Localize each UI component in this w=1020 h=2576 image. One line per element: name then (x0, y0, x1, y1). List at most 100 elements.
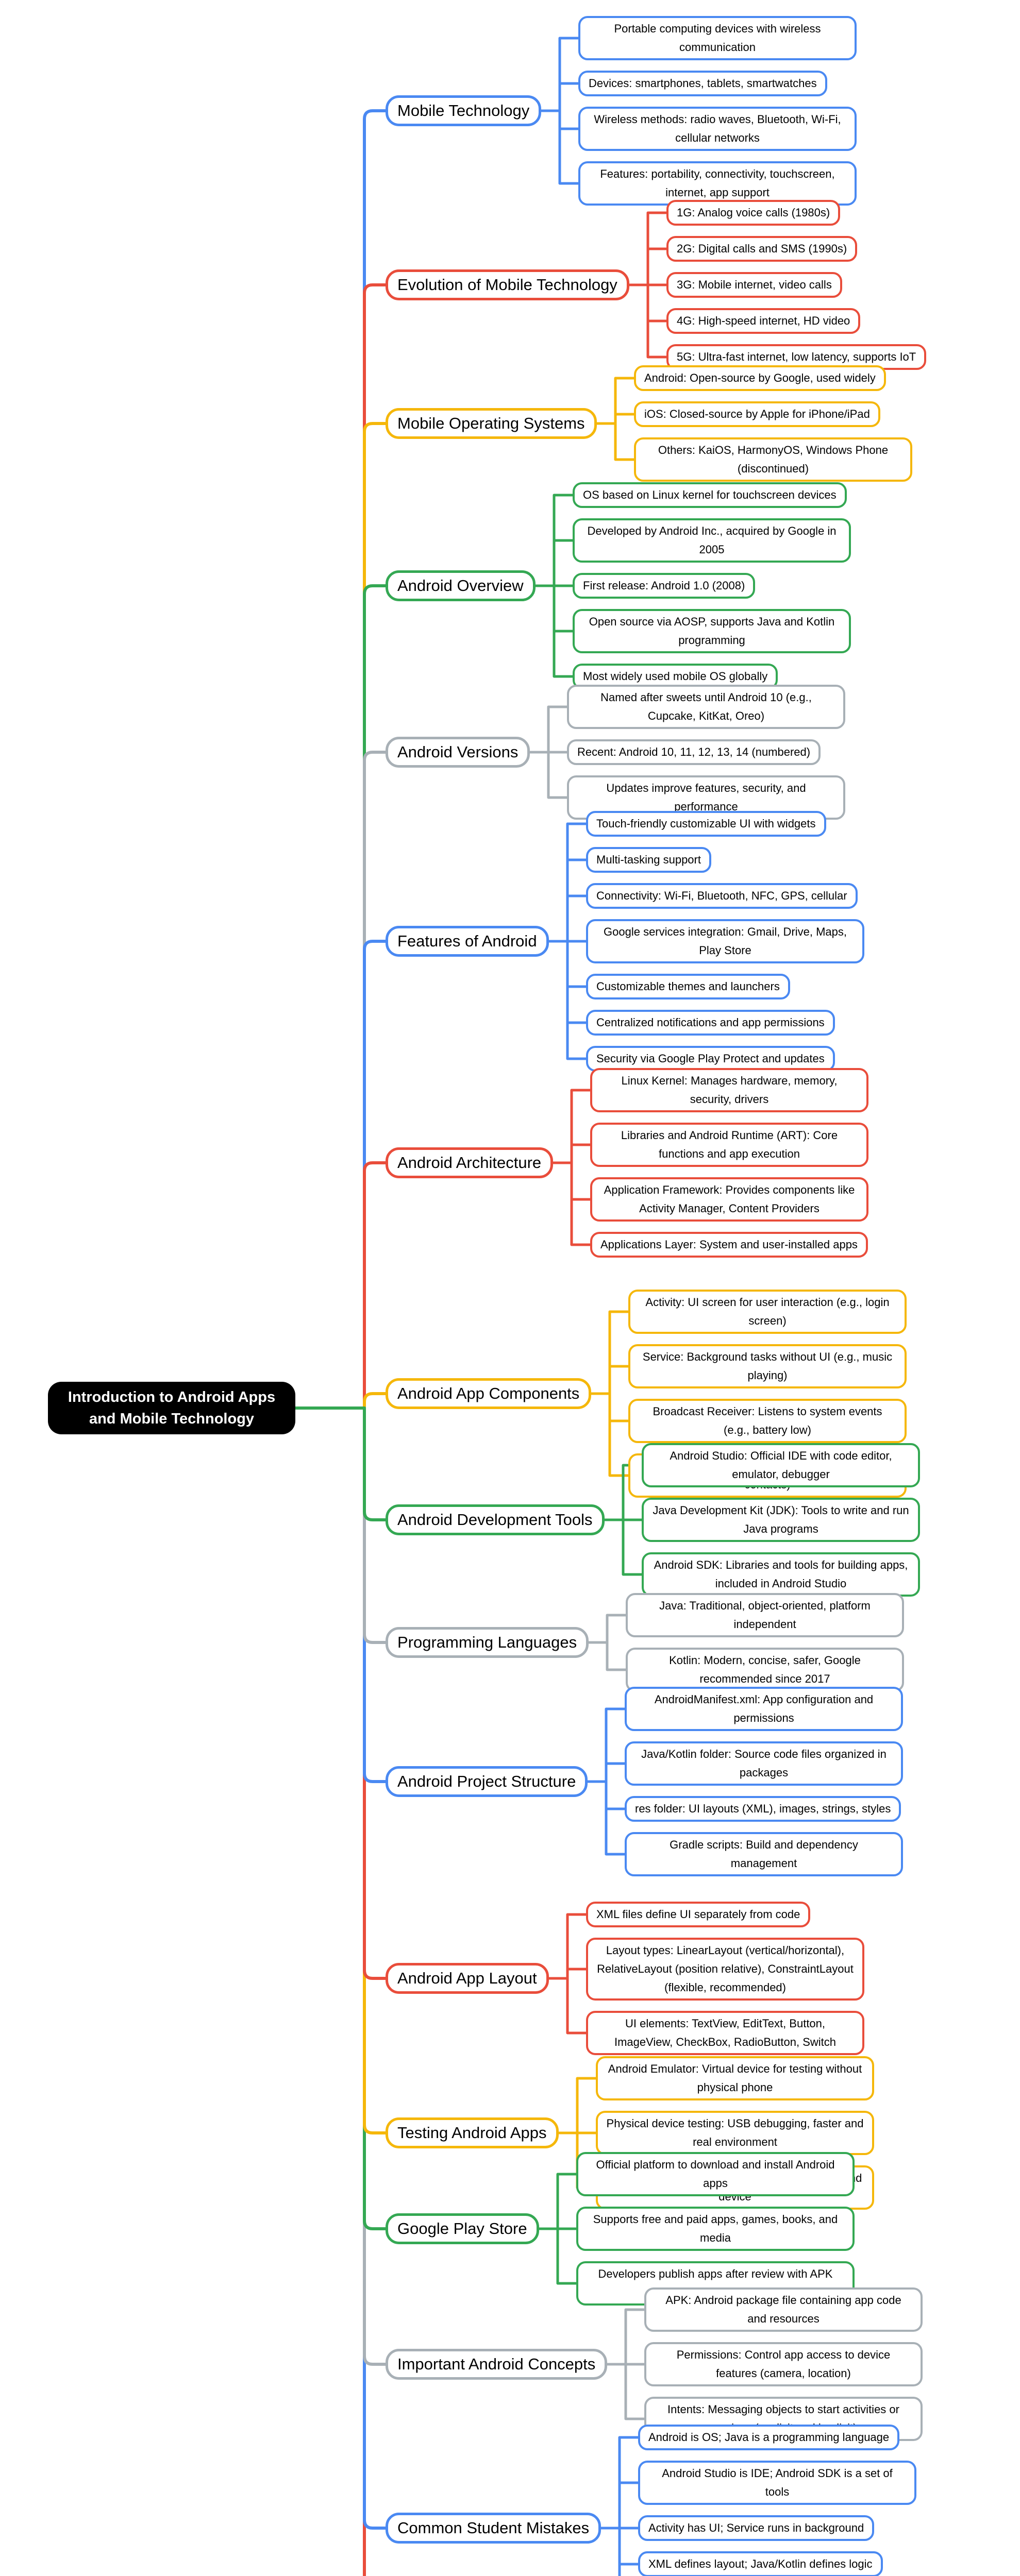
leaf-node-java-kotlin-folder-source-code-files-org[interactable]: Java/Kotlin folder: Source code files or… (625, 1741, 903, 1786)
connector (598, 2436, 642, 2576)
leaf-node-broadcast-receiver-listens-to-system-eve[interactable]: Broadcast Receiver: Listens to system ev… (628, 1399, 907, 1443)
connector (363, 1406, 389, 1521)
branch-node-features-of-android[interactable]: Features of Android (386, 926, 549, 957)
connector (586, 1614, 629, 1671)
leaf-node-first-release-android-1-0-2008[interactable]: First release: Android 1.0 (2008) (573, 573, 756, 599)
connector (589, 1310, 632, 1477)
leaf-node-activity-ui-screen-for-user-interaction-[interactable]: Activity: UI screen for user interaction… (628, 1290, 907, 1334)
connector (363, 1406, 389, 2366)
branch-node-mobile-operating-systems[interactable]: Mobile Operating Systems (386, 408, 597, 439)
leaf-node-open-source-via-aosp-supports-java-and-k[interactable]: Open source via AOSP, supports Java and … (573, 609, 851, 653)
connector (627, 211, 670, 359)
leaf-node-android-open-source-by-google-used-widel[interactable]: Android: Open-source by Google, used wid… (634, 365, 886, 391)
branch-node-android-development-tools[interactable]: Android Development Tools (386, 1504, 605, 1535)
leaf-node-kotlin-modern-concise-safer-google-recom[interactable]: Kotlin: Modern, concise, safer, Google r… (626, 1648, 904, 1692)
connector (363, 1406, 366, 2576)
branch-node-common-student-mistakes[interactable]: Common Student Mistakes (386, 2513, 601, 2544)
branch-node-evolution-of-mobile-technology[interactable]: Evolution of Mobile Technology (386, 269, 629, 300)
leaf-node-layout-types-linearlayout-vertical-horiz[interactable]: Layout types: LinearLayout (vertical/hor… (586, 1938, 864, 2001)
leaf-node-touch-friendly-customizable-ui-with-widg[interactable]: Touch-friendly customizable UI with widg… (586, 811, 826, 837)
leaf-node-android-studio-is-ide-android-sdk-is-a-s[interactable]: Android Studio is IDE; Android SDK is a … (638, 2461, 916, 2505)
leaf-node-gradle-scripts-build-and-dependency-mana[interactable]: Gradle scripts: Build and dependency man… (625, 1832, 903, 1876)
connector (363, 1406, 389, 1783)
connector (363, 940, 389, 1410)
leaf-node-physical-device-testing-usb-debugging-fa[interactable]: Physical device testing: USB debugging, … (596, 2111, 874, 2155)
connector (546, 1913, 590, 2035)
leaf-node-named-after-sweets-until-android-10-e-g-[interactable]: Named after sweets until Android 10 (e.g… (567, 685, 845, 729)
branch-node-programming-languages[interactable]: Programming Languages (386, 1627, 589, 1658)
leaf-node-ios-closed-source-by-apple-for-iphone-ip[interactable]: iOS: Closed-source by Apple for iPhone/i… (634, 401, 880, 427)
branch-node-important-android-concepts[interactable]: Important Android Concepts (386, 2349, 608, 2380)
connector (363, 1406, 389, 2530)
branch-node-testing-android-apps[interactable]: Testing Android Apps (386, 2117, 559, 2148)
connector (605, 2308, 648, 2420)
leaf-node-activity-has-ui-service-runs-in-backgrou[interactable]: Activity has UI; Service runs in backgro… (638, 2515, 875, 2541)
branch-node-mobile-technology[interactable]: Mobile Technology (386, 95, 542, 126)
leaf-node-permissions-control-app-access-to-device[interactable]: Permissions: Control app access to devic… (644, 2342, 923, 2386)
leaf-node-libraries-and-android-runtime-art-core-f[interactable]: Libraries and Android Runtime (ART): Cor… (590, 1123, 868, 1167)
leaf-node-application-framework-provides-component[interactable]: Application Framework: Provides componen… (590, 1177, 868, 1222)
leaf-node-xml-defines-layout-java-kotlin-defines-l[interactable]: XML defines layout; Java/Kotlin defines … (638, 2551, 883, 2576)
leaf-node-others-kaios-harmonyos-windows-phone-dis[interactable]: Others: KaiOS, HarmonyOS, Windows Phone … (634, 437, 912, 482)
central-topic-node[interactable]: Introduction to Android Apps and Mobile … (48, 1382, 295, 1434)
leaf-node-android-is-os-java-is-a-programming-lang[interactable]: Android is OS; Java is a programming lan… (638, 2425, 900, 2450)
connector (363, 283, 389, 1410)
connector (363, 584, 389, 1410)
branch-node-google-play-store[interactable]: Google Play Store (386, 2213, 539, 2244)
branch-node-android-app-components[interactable]: Android App Components (386, 1378, 592, 1409)
leaf-node-multi-tasking-support[interactable]: Multi-tasking support (586, 847, 711, 873)
connector (539, 37, 582, 185)
connector (550, 1089, 594, 1246)
connector (363, 1406, 389, 2230)
branch-node-android-project-structure[interactable]: Android Project Structure (386, 1766, 588, 1797)
branch-node-android-versions[interactable]: Android Versions (386, 737, 530, 768)
leaf-node-features-portability-connectivity-touchs[interactable]: Features: portability, connectivity, tou… (578, 161, 857, 206)
leaf-node-java-development-kit-jdk-tools-to-write-[interactable]: Java Development Kit (JDK): Tools to wri… (642, 1498, 920, 1542)
connector (363, 751, 389, 1410)
leaf-node-developed-by-android-inc-acquired-by-goo[interactable]: Developed by Android Inc., acquired by G… (573, 518, 851, 563)
leaf-node-android-sdk-libraries-and-tools-for-buil[interactable]: Android SDK: Libraries and tools for bui… (642, 1552, 920, 1597)
leaf-node-os-based-on-linux-kernel-for-touchscreen[interactable]: OS based on Linux kernel for touchscreen… (573, 482, 847, 508)
leaf-node-1g-analog-voice-calls-1980s[interactable]: 1G: Analog voice calls (1980s) (666, 200, 841, 226)
connector (363, 1161, 389, 1410)
leaf-node-connectivity-wi-fi-bluetooth-nfc-gps-cel[interactable]: Connectivity: Wi-Fi, Bluetooth, NFC, GPS… (586, 883, 858, 909)
leaf-node-res-folder-ui-layouts-xml-images-strings[interactable]: res folder: UI layouts (XML), images, st… (625, 1796, 901, 1822)
connector (527, 705, 571, 799)
leaf-node-apk-android-package-file-containing-app-[interactable]: APK: Android package file containing app… (644, 2287, 923, 2332)
connector (533, 494, 576, 678)
leaf-node-xml-files-define-ui-separately-from-code[interactable]: XML files define UI separately from code (586, 1902, 811, 1927)
leaf-node-supports-free-and-paid-apps-games-books-[interactable]: Supports free and paid apps, games, book… (576, 2207, 855, 2251)
leaf-node-recent-android-10-11-12-13-14-numbered[interactable]: Recent: Android 10, 11, 12, 13, 14 (numb… (567, 739, 821, 765)
leaf-node-linux-kernel-manages-hardware-memory-sec[interactable]: Linux Kernel: Manages hardware, memory, … (590, 1068, 868, 1112)
leaf-node-centralized-notifications-and-app-permis[interactable]: Centralized notifications and app permis… (586, 1010, 835, 1036)
connector (585, 1707, 628, 1856)
connector (363, 422, 389, 1410)
branch-node-android-app-layout[interactable]: Android App Layout (386, 1963, 549, 1994)
leaf-node-official-platform-to-download-and-instal[interactable]: Official platform to download and instal… (576, 2152, 855, 2196)
leaf-node-3g-mobile-internet-video-calls[interactable]: 3G: Mobile internet, video calls (666, 272, 842, 298)
leaf-node-portable-computing-devices-with-wireless[interactable]: Portable computing devices with wireless… (578, 16, 857, 60)
leaf-node-wireless-methods-radio-waves-bluetooth-w[interactable]: Wireless methods: radio waves, Bluetooth… (578, 107, 857, 151)
leaf-node-applications-layer-system-and-user-insta[interactable]: Applications Layer: System and user-inst… (590, 1232, 868, 1258)
leaf-node-java-traditional-object-oriented-platfor[interactable]: Java: Traditional, object-oriented, plat… (626, 1593, 904, 1637)
leaf-node-ui-elements-textview-edittext-button-ima[interactable]: UI elements: TextView, EditText, Button,… (586, 2011, 864, 2055)
leaf-node-android-emulator-virtual-device-for-test[interactable]: Android Emulator: Virtual device for tes… (596, 2056, 874, 2100)
connector (537, 2173, 580, 2285)
connector (546, 822, 590, 1060)
leaf-node-4g-high-speed-internet-hd-video[interactable]: 4G: High-speed internet, HD video (666, 308, 861, 334)
leaf-node-2g-digital-calls-and-sms-1990s[interactable]: 2G: Digital calls and SMS (1990s) (666, 236, 858, 262)
connector (363, 1392, 389, 1410)
connector (363, 1406, 389, 1644)
connector (363, 1406, 389, 1980)
leaf-node-service-background-tasks-without-ui-e-g-[interactable]: Service: Background tasks without UI (e.… (628, 1344, 907, 1388)
leaf-node-google-services-integration-gmail-drive-[interactable]: Google services integration: Gmail, Driv… (586, 919, 864, 963)
leaf-node-customizable-themes-and-launchers[interactable]: Customizable themes and launchers (586, 974, 790, 999)
leaf-node-androidmanifest-xml-app-configuration-an[interactable]: AndroidManifest.xml: App configuration a… (625, 1687, 903, 1731)
branch-node-android-overview[interactable]: Android Overview (386, 570, 536, 601)
connector (363, 109, 389, 1410)
leaf-node-android-studio-official-ide-with-code-ed[interactable]: Android Studio: Official IDE with code e… (642, 1443, 920, 1487)
branch-node-android-architecture[interactable]: Android Architecture (386, 1147, 554, 1178)
leaf-node-devices-smartphones-tablets-smartwatches[interactable]: Devices: smartphones, tablets, smartwatc… (578, 71, 827, 96)
connector (363, 1406, 389, 2134)
